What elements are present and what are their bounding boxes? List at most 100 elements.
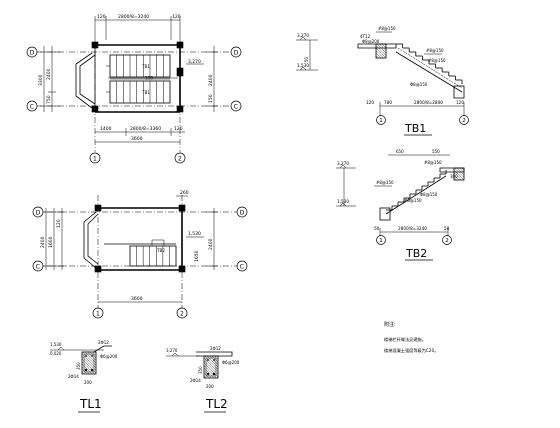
dim-right-b: 1650 [194,250,200,262]
drawing-line [211,355,219,363]
column [176,67,184,77]
column [178,204,186,212]
tb2-axis-1: 1 [376,235,386,245]
plan-upper-dim-bottom: 1400 2800/8=3360 120 3600 [95,126,185,143]
plan-upper-label-150: 150 [145,76,153,81]
tb2-dim-a: 50 [374,226,380,231]
plan-lower-axis-d-left: D [32,206,44,218]
dim-top-c: 120 [172,14,181,20]
tb1-rebar-top: #8@150 [378,26,396,31]
dim-left-c: 750 [46,95,52,104]
drawing-line [81,363,93,375]
drawing-line [375,47,387,59]
tl1-rebar-top: 2Φ12 [98,340,109,345]
tb2-rebar-a: #8@150 [376,180,394,185]
axis-label: C [36,263,40,270]
column [91,41,99,49]
column [178,265,186,273]
column [91,105,99,113]
tb1-rebar-low: #8@150 [428,58,446,63]
dim-bottom-c: 120 [174,126,183,132]
tb2-rebar-b: #8@150 [404,198,422,203]
plan-upper-label-tb1-b: TB1 [141,90,150,95]
drawing-line [456,167,465,176]
dim-right-a: 2400 [208,74,214,86]
tb1-beam [375,43,387,59]
dim-right-b: 150 [208,94,214,103]
drawing-line [203,372,210,379]
tl2-width: 200 [206,384,214,389]
plan-lower-dim-bottom: 3600 [131,296,143,302]
tb2-dim-300: 300 [450,174,458,179]
tb1-level-top: 3,270 [297,33,309,38]
tb1-rebar-phi: Φ8@150 [410,82,428,87]
drawing-line [453,169,465,181]
drawing-line [81,371,85,375]
plan-upper-dim-left: 3300 2400 750 [38,46,60,112]
axis-label: 2 [445,238,449,244]
tb2-bottom-beam [379,207,391,221]
drawing-line [461,167,465,171]
plan-upper-dim-top: 120 2800/8=3240 120 [94,14,181,40]
drawing-line [453,172,462,181]
tl2-title: TL2 [205,397,228,411]
notes-heading: 附注: [384,321,396,328]
tb2-level-top: 3,270 [337,161,349,166]
dim-right-level: 3,270 [188,59,201,65]
dim-right-level: 1,530 [188,231,201,237]
axis-label: 2 [180,310,184,317]
tl1-width: 200 [84,380,92,385]
tl1-rebar-bottom: 2Φ14 [68,374,79,379]
tb1-axis-1: 1 [376,115,386,125]
tl2-rebar-top: 2Φ12 [210,346,221,351]
plan-upper-axis-d-left: D [26,46,38,58]
drawing-line [381,43,387,49]
plan-upper: 120 2800/8=3240 120 3300 2400 750 [26,14,242,164]
tb1-title: TB1 [404,122,426,135]
tl1-rebar-stirrup: Φ6@200 [100,354,118,359]
dim-top-a: 120 [97,14,106,20]
axis-label: 2 [178,155,182,162]
tb1-rebar-4t12: 4T12 [360,34,371,39]
dim-bottom-a: 1400 [100,126,112,132]
drawing-line [376,43,387,54]
axis-label: C [234,103,238,110]
tb1-height: 50 [304,56,309,62]
plan-upper-walls [75,44,181,113]
column [176,41,184,49]
axis-label: C [30,103,34,110]
dim-right-a: 2400 [208,238,214,250]
plan-upper-axis-c-right: C [230,100,242,112]
dim-left-a: 2400 [40,236,46,248]
axis-label: 1 [93,155,97,162]
drawing-line [203,362,219,378]
plan-lower: 260 2400 1600 120 TB2 [32,190,248,319]
tb1-rebar-dist: Φ8@200 [362,39,380,44]
plan-upper-stairs: TB1 150 TB1 [106,54,178,104]
plan-upper-axis-c-left: C [26,100,38,112]
plan-lower-dim-right: 1,530 2400 1650 [186,208,218,270]
tl2-rebar-bottom: 2Φ14 [190,378,201,383]
tb2-title: TB2 [405,247,427,260]
axis-label: C [240,263,244,270]
drawing-line [203,357,219,373]
notes-line-2: 楼梯混凝土强度等级为C20。 [384,347,438,354]
plan-upper-axis-d-right: D [230,46,242,58]
axis-label: D [234,49,239,56]
drawing-line [375,50,384,59]
drawing-line [453,174,460,181]
dim-top-b: 2800/8=3240 [118,14,149,20]
plan-lower-walls [83,207,183,271]
drawing-line [375,52,382,59]
tl2-height: 350 [198,366,203,374]
drawing-line [375,55,379,59]
section-tl1: 1,530 0,020 2Φ12 Φ6@200 2Φ14 200 350 TL1 [50,340,118,413]
section-tb1: 3,270 1,530 50 #8@150 4T12 Φ8@200 #8@150… [296,26,469,136]
axis-label: 2 [462,118,466,124]
drawing-line [81,358,97,374]
tb2-rebar-phi: Φ8@150 [420,192,438,197]
dim-left-b: 2400 [46,68,52,80]
axis-label: 1 [96,310,100,317]
notes-line-1: 楼梯栏杆做法见建施。 [384,336,426,343]
